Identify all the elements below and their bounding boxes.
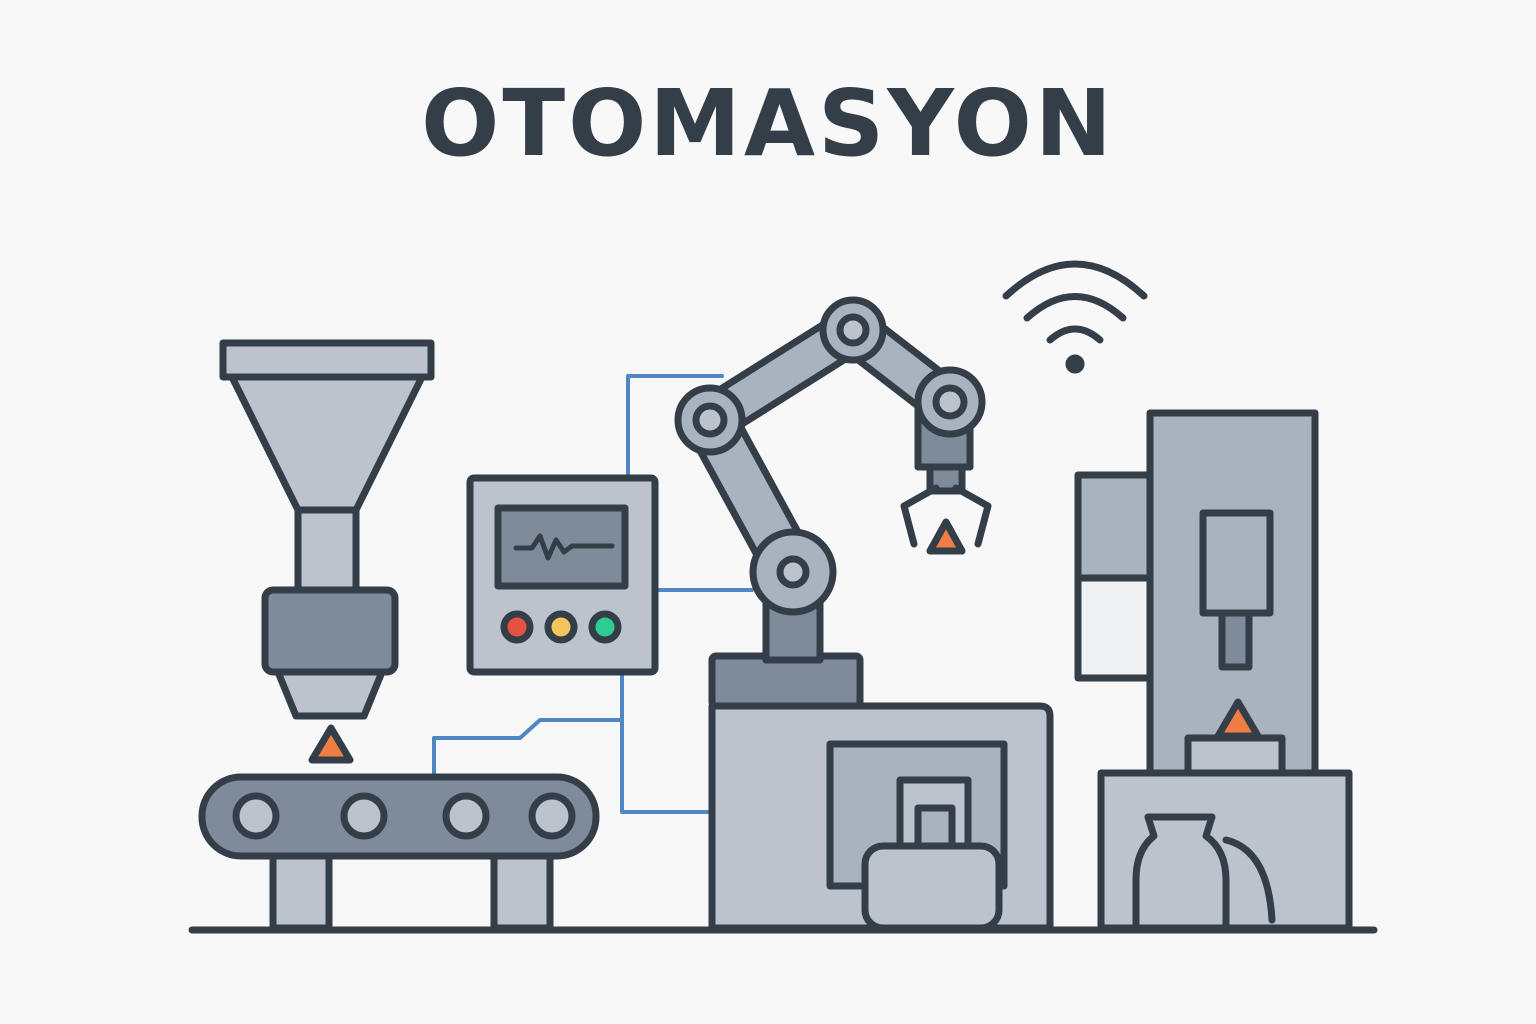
press-machine-icon xyxy=(1074,409,1353,932)
conveyor-belt-icon xyxy=(198,773,600,932)
control-panel-icon xyxy=(466,474,659,676)
control-wires xyxy=(432,374,754,814)
gripped-product-icon xyxy=(926,518,966,555)
product-drop-icon xyxy=(308,724,354,764)
hopper-icon xyxy=(219,339,435,764)
robot-base-machine xyxy=(708,652,1054,932)
indicator-light-yellow xyxy=(544,610,578,644)
indicator-light-red xyxy=(500,610,534,644)
indicator-light-green xyxy=(588,610,622,644)
wifi-icon xyxy=(1002,260,1148,374)
page-title: OTOMASYON xyxy=(421,70,1115,177)
robot-arm-icon xyxy=(674,296,992,664)
